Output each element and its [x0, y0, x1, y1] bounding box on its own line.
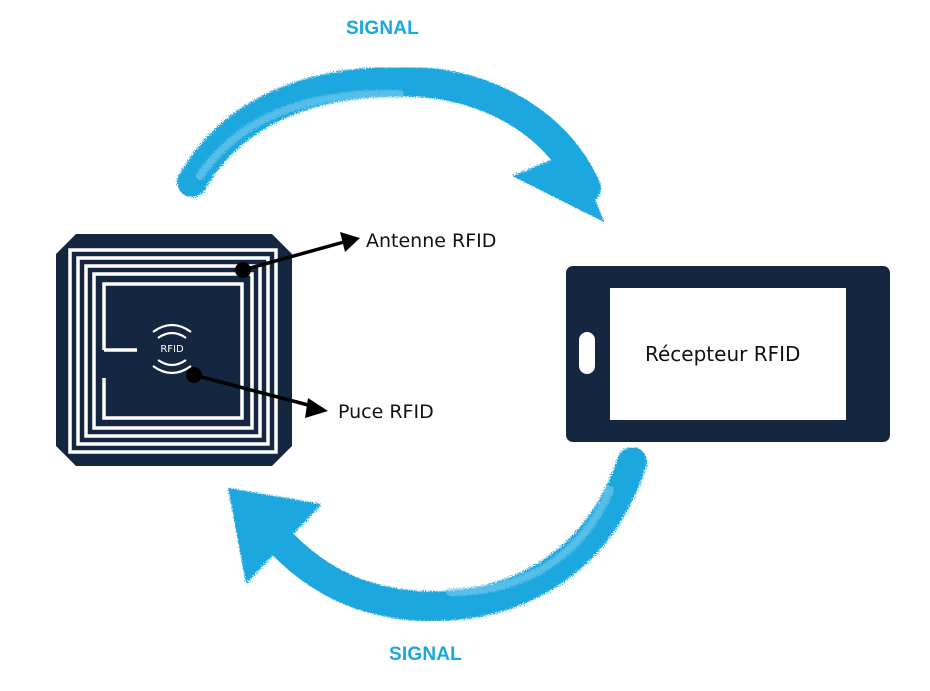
rfid-tag: RFID	[56, 234, 292, 466]
antenna-pointer	[235, 232, 360, 278]
signal-arrow-bottom	[228, 447, 647, 622]
receiver-button	[579, 332, 595, 374]
antenna-label: Antenne RFID	[366, 230, 497, 252]
signal-label-bottom: SIGNAL	[389, 644, 462, 665]
receiver-label: Récepteur RFID	[645, 342, 801, 366]
signal-label-top: SIGNAL	[346, 18, 419, 39]
signal-arrow-top	[177, 66, 604, 222]
chip-text: RFID	[160, 344, 184, 355]
rfid-chip: RFID	[137, 313, 207, 383]
rfid-receiver	[566, 266, 890, 442]
antenna-coils	[68, 248, 278, 454]
chip-label: Puce RFID	[338, 401, 434, 423]
receiver-screen	[610, 288, 846, 420]
chip-pointer	[186, 367, 328, 418]
